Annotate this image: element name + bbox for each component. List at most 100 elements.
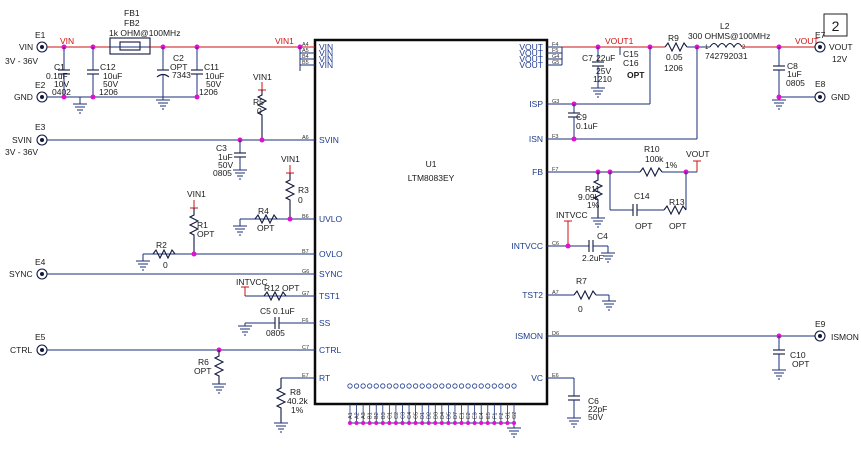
ic-bottom-pin-number: D2: [427, 412, 433, 419]
ic-pin-name: VOUT: [519, 42, 543, 52]
c8-v1: 1uF: [787, 69, 802, 79]
c5-ref: C5: [260, 306, 271, 316]
r3-v1: 0: [298, 195, 303, 205]
ic-pin-number: F5: [552, 48, 558, 54]
ovlo-section: VIN1 R1 OPT R2 0: [136, 189, 315, 271]
r12-v1: OPT: [282, 283, 299, 293]
c14-v1: OPT: [635, 221, 652, 231]
ic-bottom-pin-marker: [478, 383, 484, 389]
ic-bottom-pin-number: G1: [505, 412, 511, 419]
ic-bottom-pin-marker: [511, 383, 517, 389]
ic-pin-name: TST2: [522, 290, 543, 300]
resistor-r1: [188, 208, 200, 254]
ic-bottom-pin-marker: [445, 383, 451, 389]
c2-v1: OPT: [170, 62, 187, 72]
l2-value: 300 OHMS@100MHz: [688, 31, 770, 41]
resistor-r8: [275, 378, 287, 423]
fb-value: 1k OHM@100MHz: [109, 28, 180, 38]
ic-pin-number: B6: [302, 214, 309, 220]
r9-ref: R9: [668, 33, 679, 43]
r1-v1: OPT: [197, 229, 214, 239]
c5-v1: 0.1uF: [273, 306, 295, 316]
ic-bottom-pin-number: A2: [355, 412, 361, 419]
resistor-r13: [663, 204, 687, 216]
c15-ref: C15: [623, 49, 639, 59]
svin-section: VIN1 R5 0 E3 SVIN 3V - 36V C3 1uF 50V 08…: [5, 72, 315, 180]
c6-v1: 22pF: [588, 404, 607, 414]
ic-bottom-pin-number: D4: [440, 412, 446, 419]
ic-bottom-pin-number: D3: [433, 412, 439, 419]
ic-bottom-pin-number: A1: [348, 412, 354, 419]
r10-ref: R10: [644, 144, 660, 154]
c8-ref: C8: [787, 61, 798, 71]
vin-section: E1 VIN 3V - 36V VIN FB1 FB2 1k OHM@100MH…: [5, 8, 315, 114]
c3-v3: 0805: [213, 168, 232, 178]
ic-bottom-pin-marker: [393, 383, 399, 389]
ic-bottom-pin-number: A3: [361, 412, 367, 419]
ss-section: C5 0.1uF 0805: [238, 306, 315, 338]
e5-name: CTRL: [10, 345, 32, 355]
c12-v1: 10uF: [103, 71, 122, 81]
junction-dot: [505, 421, 510, 425]
ic-pin-number: F4: [552, 42, 558, 48]
resistor-r6: [213, 350, 225, 384]
ic-pin-number: A5: [302, 48, 309, 54]
junction-dot: [446, 421, 451, 425]
l2-part: 742792031: [705, 51, 748, 61]
junction-dot: [400, 421, 405, 425]
ic-pin-name: VOUT: [519, 48, 543, 58]
l2-pin2: 2: [742, 45, 746, 51]
resistor-r7: [573, 289, 597, 301]
c3-v2: 50V: [218, 160, 233, 170]
ic-pin-name: VC: [531, 373, 543, 383]
c4-v1: 2.2uF: [582, 253, 604, 263]
ic-pin-name: SYNC: [319, 269, 343, 279]
tst1-section: INTVCC R12 OPT: [236, 277, 315, 302]
ic-bottom-pin-number: E3: [473, 412, 479, 419]
c1-v3: 0402: [52, 87, 71, 97]
junction-dot: [420, 421, 425, 425]
ic-part: LTM8083EY: [408, 173, 455, 183]
net-vin1-svin: VIN1: [253, 72, 272, 82]
c9-v1: 0.1uF: [576, 121, 598, 131]
e2-name: GND: [14, 92, 33, 102]
ic-bottom-pin-marker: [504, 383, 511, 389]
r11-v1: 9.09k: [578, 192, 600, 202]
ic-pin-number: D6: [552, 331, 559, 337]
r8-ref: R8: [290, 387, 301, 397]
ic-left-pins: VINA4VINA5VINB4VINB5SVINA6UVLOB6OVLOB7SY…: [302, 42, 343, 383]
junction-dot: [459, 421, 464, 425]
ic-pin-name: OVLO: [319, 249, 343, 259]
e8-name: GND: [831, 92, 850, 102]
ic-bottom-pin-marker: [458, 383, 465, 389]
connector-e9[interactable]: [814, 330, 826, 342]
e7-ref: E7: [815, 30, 826, 40]
c5-v2: 0805: [266, 328, 285, 338]
ic-pin-number: A6: [302, 135, 309, 141]
c11-v3: 1206: [199, 87, 218, 97]
ic-pin-name: VOUT: [519, 60, 543, 70]
e1-note: 3V - 36V: [5, 56, 38, 66]
junction-dot: [512, 421, 516, 425]
e3-ref: E3: [35, 122, 46, 132]
c9-ref: C9: [576, 112, 587, 122]
ic-pin-name: CTRL: [319, 345, 341, 355]
ic-pin-number: F3: [552, 134, 558, 140]
ic-pin-number: A7: [552, 290, 559, 296]
connector-e7[interactable]: [814, 41, 826, 53]
vout-section: VOUT1 C7 22uF 25V 1210 C15 C16 OPT R9 0.…: [547, 21, 853, 110]
r9-v2: 1206: [664, 63, 683, 73]
e3-note: 3V - 36V: [5, 147, 38, 157]
r8-v2: 1%: [291, 405, 304, 415]
e4-name: SYNC: [9, 269, 33, 279]
junction-dot: [348, 421, 352, 425]
junction-dot: [492, 421, 497, 425]
ferrite-fb1: [109, 37, 151, 55]
ic-pin-name: VIN: [319, 42, 333, 52]
rt-section: R8 40.2k 1%: [274, 377, 315, 433]
junction-dot: [361, 421, 366, 425]
ic-bottom-pin-marker: [367, 383, 373, 389]
e1-ref: E1: [35, 30, 46, 40]
c15-v1: OPT: [627, 70, 645, 80]
